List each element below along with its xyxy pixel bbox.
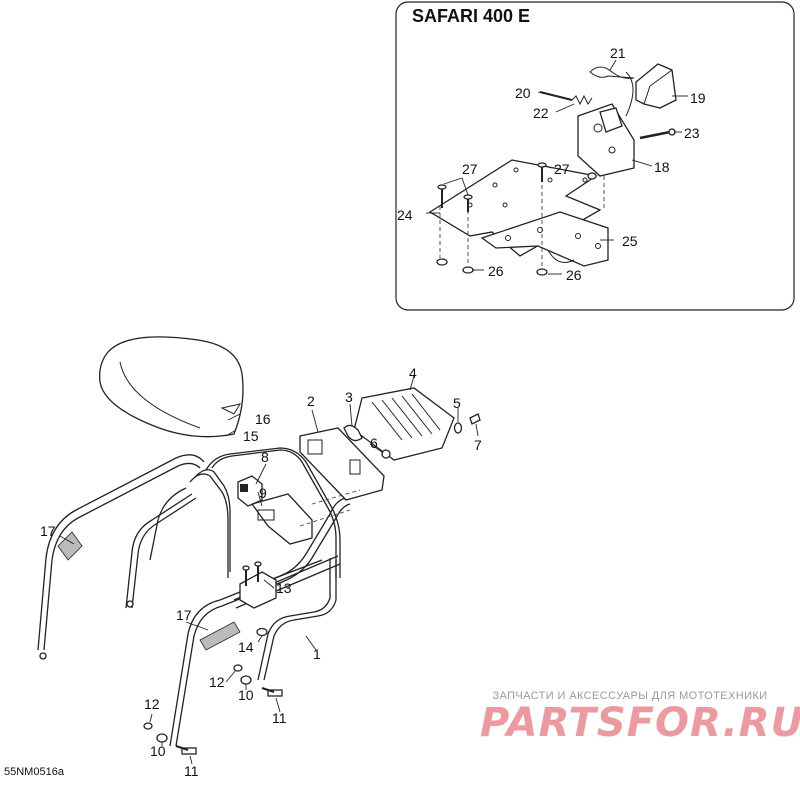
light-mount-plate bbox=[250, 493, 313, 545]
lens-screw bbox=[469, 413, 481, 425]
callout-23: 23 bbox=[684, 125, 700, 141]
mount-bracket bbox=[239, 571, 277, 609]
hitch-pin bbox=[539, 91, 573, 101]
callout-10-left: 10 bbox=[150, 743, 166, 759]
callout-26-left: 26 bbox=[488, 263, 504, 279]
callout-16: 16 bbox=[255, 411, 271, 427]
callout-11-right: 11 bbox=[272, 710, 287, 726]
lower-bracket bbox=[480, 211, 609, 267]
callout-17-left: 17 bbox=[40, 523, 56, 539]
grip-sleeve-left bbox=[57, 531, 83, 561]
watermark-logo: PARTSFOR.RU bbox=[480, 700, 800, 746]
callout-1: 1 bbox=[313, 646, 321, 662]
carriage-bolts bbox=[437, 162, 547, 212]
hitch-cover bbox=[635, 63, 677, 109]
callout-25: 25 bbox=[622, 233, 638, 249]
callout-2: 2 bbox=[307, 393, 315, 409]
callout-20: 20 bbox=[515, 85, 531, 101]
backrest-cushion bbox=[99, 336, 244, 438]
callout-21: 21 bbox=[610, 45, 626, 61]
grip-sleeve-rear bbox=[199, 621, 241, 651]
callout-3: 3 bbox=[345, 389, 353, 405]
callout-18: 18 bbox=[654, 159, 670, 175]
nut bbox=[256, 627, 268, 637]
callout-27-right: 27 bbox=[554, 161, 570, 177]
callout-12-right: 12 bbox=[209, 674, 225, 690]
watermark-tagline: ЗАПЧАСТИ И АКСЕССУАРЫ ДЛЯ МОТОТЕХНИКИ bbox=[492, 690, 768, 702]
callout-6: 6 bbox=[370, 435, 378, 451]
callout-17-rear: 17 bbox=[176, 607, 192, 623]
inset-safari-400e: SAFARI 400 E bbox=[395, 1, 795, 311]
leader-lines bbox=[59, 375, 479, 765]
inset-title: SAFARI 400 E bbox=[412, 6, 530, 26]
callout-12-left: 12 bbox=[144, 696, 160, 712]
hitch-pin-clip bbox=[589, 66, 635, 79]
tail-light-housing bbox=[299, 427, 385, 501]
callout-19: 19 bbox=[690, 90, 706, 106]
callout-14: 14 bbox=[238, 639, 254, 655]
callout-11-left: 11 bbox=[184, 763, 199, 779]
callout-8: 8 bbox=[261, 449, 269, 465]
pin-spring bbox=[571, 94, 593, 106]
inset-frame bbox=[395, 1, 795, 311]
callout-27-left: 27 bbox=[462, 161, 478, 177]
callout-7: 7 bbox=[474, 437, 482, 453]
callout-10-right: 10 bbox=[238, 687, 254, 703]
callout-9: 9 bbox=[259, 485, 267, 501]
washer bbox=[381, 449, 391, 459]
callout-13: 13 bbox=[276, 580, 292, 596]
callout-26-right: 26 bbox=[566, 267, 582, 283]
bulb bbox=[343, 424, 363, 442]
rear-rack-frame bbox=[37, 447, 351, 747]
callout-22: 22 bbox=[533, 105, 549, 121]
hitch-bolt bbox=[639, 130, 671, 140]
callout-4: 4 bbox=[409, 365, 417, 381]
lens-washer bbox=[453, 422, 463, 434]
drawing-code: 55NM0516a bbox=[4, 766, 64, 778]
plate-holes bbox=[467, 167, 588, 208]
callout-15: 15 bbox=[243, 428, 259, 444]
callout-5: 5 bbox=[453, 395, 461, 411]
callout-labels: 1 2 3 4 5 6 7 8 9 10 10 11 11 12 12 13 1… bbox=[40, 45, 706, 779]
callout-24: 24 bbox=[397, 207, 413, 223]
